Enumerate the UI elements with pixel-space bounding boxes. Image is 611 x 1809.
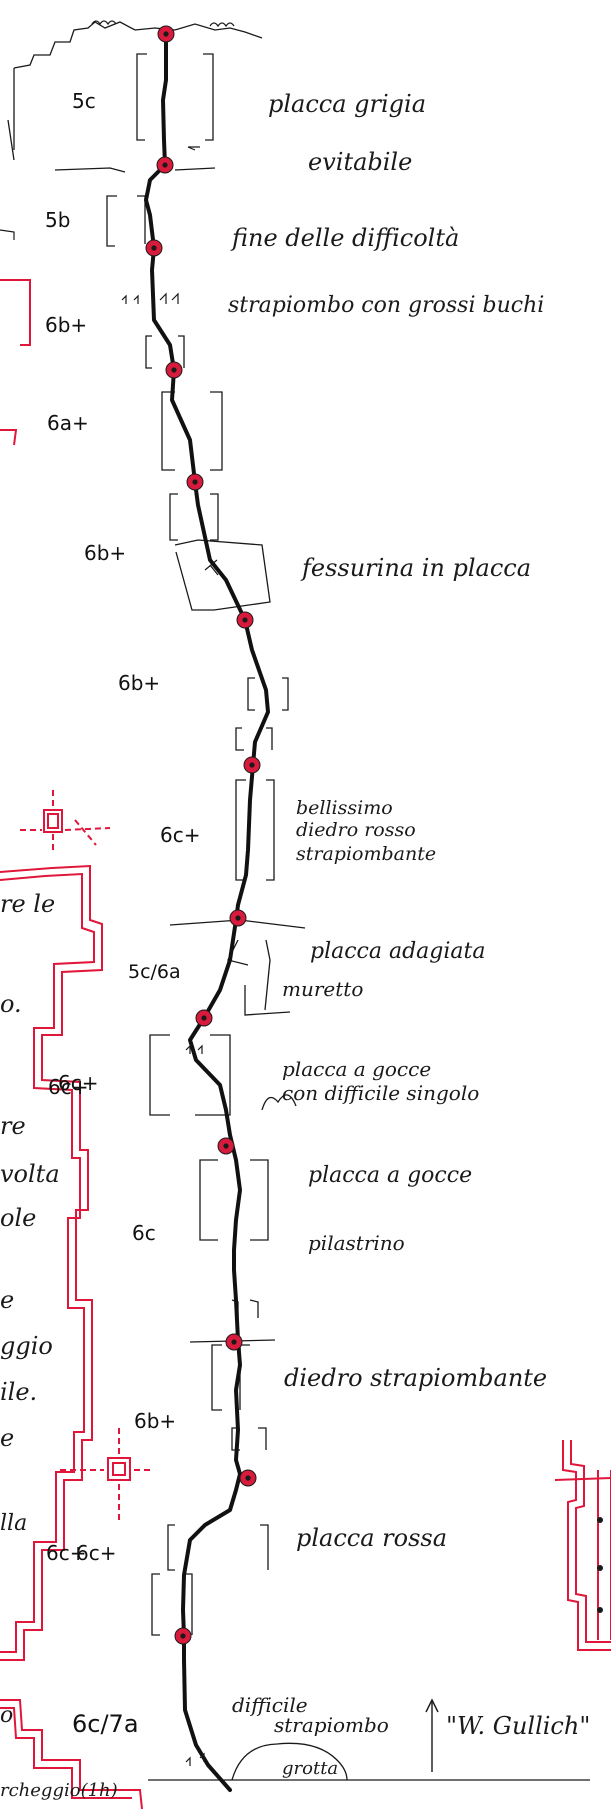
grade-label: 6c+ [58, 1071, 98, 1095]
left-belay-box-2 [60, 1428, 150, 1520]
grade-label: 6c+ [76, 1541, 116, 1565]
muretto-note: muretto [282, 977, 363, 1001]
left-fragment: e [0, 1424, 14, 1452]
pitch-brackets [106, 53, 297, 1636]
pitch-note: diedro strapiombante [284, 1364, 547, 1392]
up-arrow [425, 1698, 439, 1772]
left-fragment: volta [0, 1160, 60, 1188]
grade-label: 5c/6a [128, 961, 181, 983]
belay-marker [217, 1137, 235, 1155]
left-red-route [0, 279, 143, 1809]
diedro-rosso-line3: strapiombante [296, 843, 436, 865]
grade-label: 6c+ [160, 823, 200, 847]
belay-marker [239, 1469, 257, 1487]
summit-outline [7, 20, 263, 161]
left-fragment: rcheggio(1h) [0, 1780, 118, 1801]
left-fragment: ggio [0, 1332, 53, 1360]
pitch-note: placca adagiata [310, 939, 486, 964]
belay-marker [243, 756, 261, 774]
left-belay-box [20, 790, 111, 850]
left-fragment: ile. [0, 1378, 37, 1406]
left-grade-label: 6c+ [48, 1075, 88, 1099]
diedro-rosso-line2: diedro rosso [296, 819, 416, 841]
left-fragment: ole [0, 1204, 36, 1232]
pitch-note: placca a gocce [308, 1163, 472, 1188]
belay-marker [145, 239, 163, 257]
pilastrino-note: pilastrino [308, 1231, 405, 1255]
left-grade-label: 6c+ [46, 1541, 86, 1565]
right-red-route-dots [597, 1517, 603, 1613]
pitch-note: placca rossa [296, 1524, 447, 1552]
belay-marker [229, 909, 247, 927]
left-route-text: 6c+ 6c+ re le o. re volta ole e ggio ile… [0, 890, 118, 1801]
belay-marker [225, 1333, 243, 1351]
pitch-note: fessurina in placca [300, 554, 531, 582]
grade-label: 6b+ [45, 313, 87, 337]
belay-marker [195, 1009, 213, 1027]
diedro-rosso-line1: bellissimo [296, 797, 393, 819]
grade-label: 6a+ [47, 411, 89, 435]
belay-marker [186, 473, 204, 491]
belays [145, 25, 261, 1645]
bolt-marks [121, 146, 219, 1766]
pitch-note: placca grigia [268, 90, 426, 118]
gocce-line2: con difficile singolo [282, 1081, 479, 1105]
belay-marker [157, 25, 175, 43]
pitch-notes: placca grigia evitabile fine delle diffi… [228, 90, 590, 1779]
belay-marker [165, 361, 183, 379]
grade-label: 6b+ [134, 1409, 176, 1433]
gocce-line1: placca a gocce [282, 1057, 431, 1081]
grade-labels: 5c 5b 6b+ 6a+ 6b+ 6b+ 6c+ 5c/6a 6c+ 6c 6… [45, 89, 200, 1738]
grotta-outline [231, 1742, 348, 1781]
ledges [0, 167, 590, 1781]
pitch-note: strapiombo con grossi buchi [228, 293, 544, 318]
left-fragment: o [0, 1703, 13, 1728]
left-fragment: o. [0, 990, 22, 1018]
grade-label: 6b+ [84, 541, 126, 565]
evitabile-note: evitabile [308, 148, 412, 176]
grade-label: 6b+ [118, 671, 160, 695]
strapiombo-line1: difficile [232, 1693, 308, 1717]
left-fragment: re [0, 1112, 26, 1140]
grade-label: 5b [45, 208, 70, 232]
route-line [144, 32, 270, 1792]
grotta-label: grotta [282, 1758, 338, 1779]
left-fragment: re le [0, 890, 55, 918]
belay-marker [156, 156, 174, 174]
grade-label: 6c/7a [72, 1710, 139, 1738]
belay-marker [236, 611, 254, 629]
route-name: "W. Gullich" [446, 1712, 590, 1740]
grade-label: 6c [132, 1221, 156, 1245]
grade-label: 5c [72, 89, 96, 113]
left-fragment: lla [0, 1511, 27, 1536]
strapiombo-line2: strapiombo [274, 1713, 389, 1737]
left-fragment: e [0, 1286, 14, 1314]
belay-marker [174, 1627, 192, 1645]
right-red-route [554, 1440, 611, 1651]
pitch-note: fine delle difficoltà [230, 224, 459, 252]
